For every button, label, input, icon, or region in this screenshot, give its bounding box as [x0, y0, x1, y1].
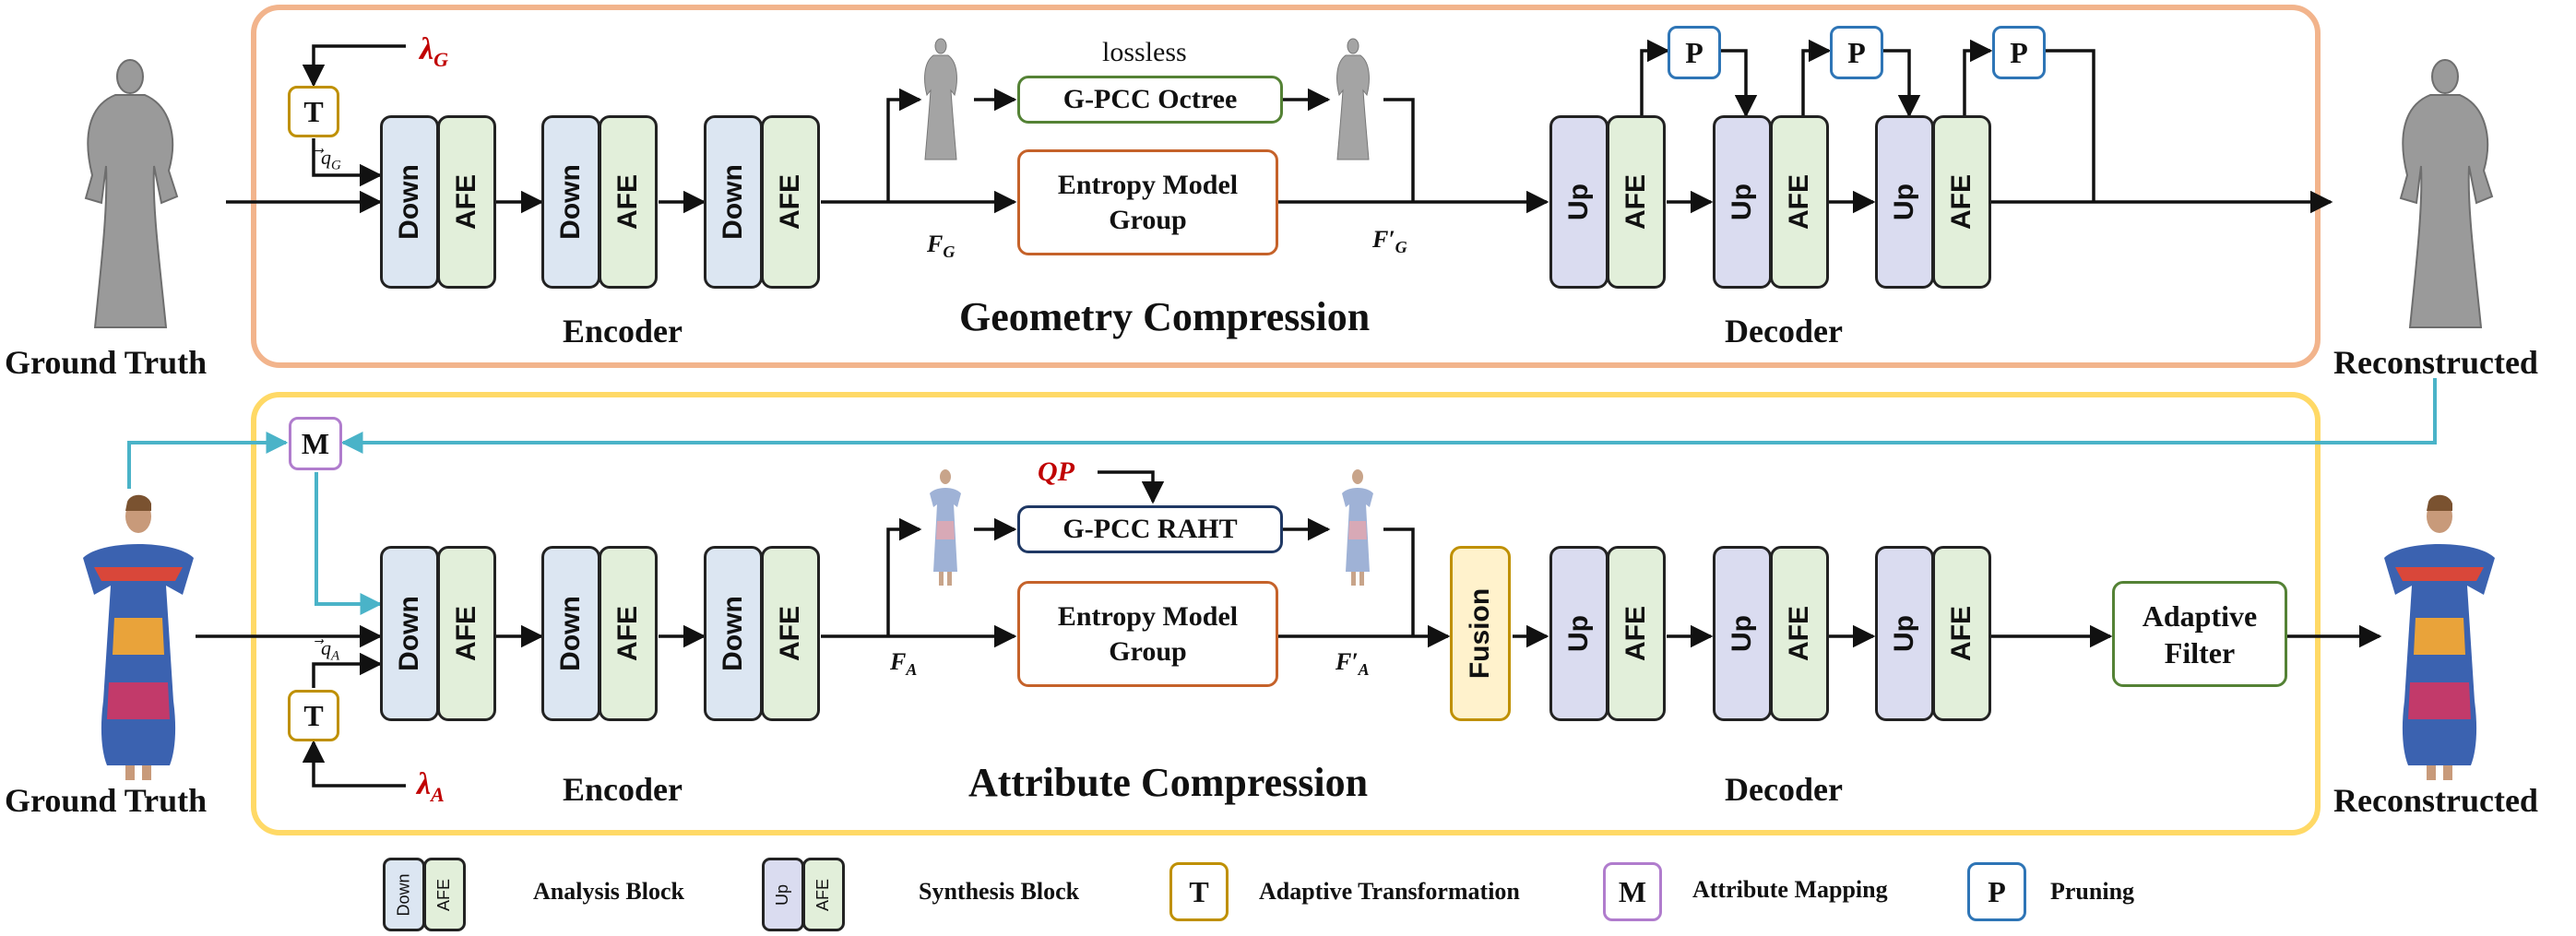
geometry-dec-afe-block-1: AFE: [1607, 115, 1666, 289]
attribute-afe-block-1: AFE: [437, 546, 496, 721]
geometry-reconstructed-figure: [2399, 59, 2494, 328]
geometry-dec-afe-block-3: AFE: [1932, 115, 1991, 289]
fusion-block: Fusion: [1450, 546, 1511, 721]
lambda-g-label: λG: [420, 32, 448, 71]
attribute-down-block-3: Down: [704, 546, 763, 721]
geometry-afe-block-2: AFE: [599, 115, 658, 289]
geometry-compression-title: Geometry Compression: [959, 294, 1371, 339]
legend-synthesis-label: Synthesis Block: [919, 878, 1080, 905]
attribute-encoder-label: Encoder: [563, 771, 683, 808]
legend-m-label: Attribute Mapping: [1692, 876, 1888, 903]
attribute-ground-truth-figure: [83, 494, 194, 780]
attribute-decoded-thumb: [1342, 469, 1373, 586]
lossless-label: lossless: [1102, 37, 1187, 67]
attribute-dec-afe-block-3: AFE: [1932, 546, 1991, 721]
geometry-reconstructed-label: Reconstructed: [2333, 344, 2538, 381]
geometry-point-cloud-thumb: [924, 38, 957, 160]
geometry-frame: [251, 5, 2321, 368]
attribute-afe-block-2: AFE: [599, 546, 658, 721]
attribute-compression-title: Attribute Compression: [968, 760, 1369, 805]
legend-p-label: Pruning: [2050, 878, 2135, 905]
attribute-up-block-2: Up: [1713, 546, 1772, 721]
geometry-down-block-1: Down: [380, 115, 439, 289]
fprime-g-label: F′G: [1372, 226, 1407, 257]
adaptive-transformation-a: T: [288, 690, 339, 741]
geometry-ground-truth-figure: [84, 59, 179, 328]
attribute-down-block-1: Down: [380, 546, 439, 721]
fprime-a-label: F′A: [1335, 648, 1370, 680]
q-g-label: ⃗qG: [321, 146, 341, 173]
lambda-a-label: λA: [417, 767, 445, 806]
attribute-decoder-label: Decoder: [1725, 771, 1843, 808]
attribute-dec-afe-block-1: AFE: [1607, 546, 1666, 721]
geometry-down-block-2: Down: [541, 115, 600, 289]
geometry-down-block-3: Down: [704, 115, 763, 289]
legend-synthesis-afe: AFE: [802, 858, 845, 931]
legend-synthesis-up: Up: [762, 858, 804, 931]
gpcc-raht-box: G-PCC RAHT: [1017, 505, 1283, 553]
attribute-afe-block-3: AFE: [761, 546, 820, 721]
legend-analysis-label: Analysis Block: [533, 878, 684, 905]
legend-t-label: Adaptive Transformation: [1259, 878, 1520, 905]
attribute-point-cloud-thumb: [930, 469, 961, 586]
attribute-reconstructed-figure: [2384, 494, 2495, 780]
geometry-decoder-label: Decoder: [1725, 313, 1843, 350]
legend-analysis-afe: AFE: [423, 858, 466, 931]
geometry-afe-block-1: AFE: [437, 115, 496, 289]
attribute-dec-afe-block-2: AFE: [1770, 546, 1829, 721]
attribute-up-block-3: Up: [1875, 546, 1934, 721]
adaptive-transformation-g: T: [288, 86, 339, 137]
attribute-mapping-box: M: [289, 417, 342, 470]
geometry-up-block-3: Up: [1875, 115, 1934, 289]
gpcc-octree-box: G-PCC Octree: [1017, 76, 1283, 124]
pruning-box-1: P: [1668, 26, 1721, 79]
attribute-frame: [251, 392, 2321, 835]
geometry-dec-afe-block-2: AFE: [1770, 115, 1829, 289]
geometry-decoded-thumb: [1336, 38, 1370, 160]
legend-t-symbol: T: [1169, 862, 1229, 921]
qp-label: QP: [1038, 456, 1074, 487]
attribute-down-block-2: Down: [541, 546, 600, 721]
geometry-afe-block-3: AFE: [761, 115, 820, 289]
legend-m-symbol: M: [1603, 862, 1662, 921]
attribute-ground-truth-label: Ground Truth: [5, 782, 208, 819]
geometry-up-block-1: Up: [1549, 115, 1609, 289]
q-a-label: ⃗qA: [321, 636, 340, 664]
geometry-ground-truth-label: Ground Truth: [5, 344, 208, 381]
f-a-label: FA: [890, 648, 918, 680]
geometry-encoder-label: Encoder: [563, 313, 683, 350]
f-g-label: FG: [927, 231, 956, 262]
attribute-up-block-1: Up: [1549, 546, 1609, 721]
legend-p-symbol: P: [1967, 862, 2026, 921]
legend-analysis-down: Down: [383, 858, 425, 931]
geometry-up-block-2: Up: [1713, 115, 1772, 289]
pruning-box-2: P: [1830, 26, 1883, 79]
pruning-box-3: P: [1992, 26, 2046, 79]
attribute-reconstructed-label: Reconstructed: [2333, 782, 2538, 819]
